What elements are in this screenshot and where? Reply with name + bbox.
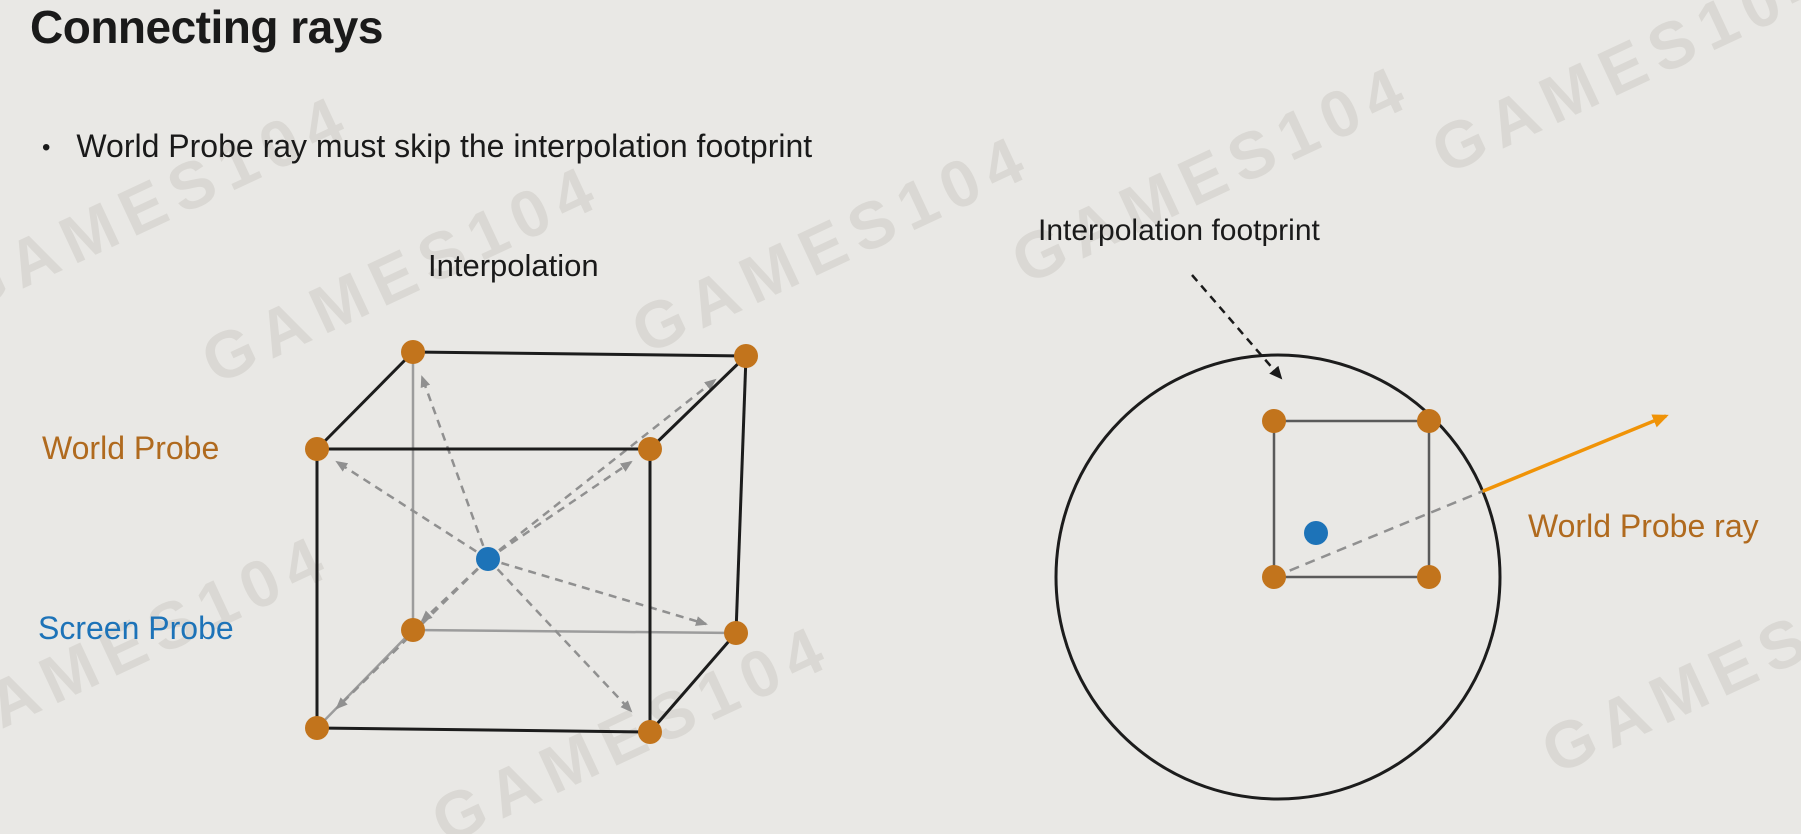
world-probe-dot xyxy=(1262,409,1286,433)
world-probe-dot xyxy=(1262,565,1286,589)
interpolation-footprint-label: Interpolation footprint xyxy=(1038,214,1320,247)
world-probe-dots xyxy=(1262,409,1441,589)
world-probe-dot xyxy=(1417,409,1441,433)
cube-hidden-edges xyxy=(316,352,737,729)
screen-probe-dot xyxy=(1304,521,1328,545)
cube-caption: Interpolation xyxy=(428,248,599,283)
cube-diagram xyxy=(305,340,758,744)
world-probe-ray-arrow xyxy=(1482,414,1669,493)
cube-edges xyxy=(315,350,748,734)
world-probe-dot xyxy=(638,720,662,744)
footprint-pointer-arrow xyxy=(1191,274,1283,380)
slide-title: Connecting rays xyxy=(30,1,383,53)
world-probe-dot xyxy=(401,618,425,642)
bullet-item: • World Probe ray must skip the interpol… xyxy=(42,128,812,168)
world-probe-dot xyxy=(1417,565,1441,589)
probe-cell-square xyxy=(1272,419,1431,579)
world-probe-dot xyxy=(724,621,748,645)
world-probe-dot xyxy=(305,716,329,740)
bullet-text: World Probe ray must skip the interpolat… xyxy=(76,128,813,164)
world-probe-label: World Probe xyxy=(42,430,220,466)
world-probe-dot xyxy=(305,437,329,461)
world-probe-dot xyxy=(638,437,662,461)
interpolation-rays xyxy=(335,375,717,713)
world-probe-dot xyxy=(401,340,425,364)
screen-probe-dot xyxy=(476,547,500,571)
screen-probe-label: Screen Probe xyxy=(38,610,234,646)
world-probe-ray-label: World Probe ray xyxy=(1528,508,1759,544)
footprint-diagram xyxy=(1054,274,1669,801)
world-probe-dots xyxy=(305,340,758,744)
watermark-text: GAMES104 xyxy=(1420,0,1801,188)
interpolation-footprint-circle xyxy=(1054,353,1502,801)
world-probe-dot xyxy=(734,344,758,368)
world-probe-ray-skipped-segment xyxy=(1273,490,1484,579)
bullet-marker: • xyxy=(42,134,51,161)
